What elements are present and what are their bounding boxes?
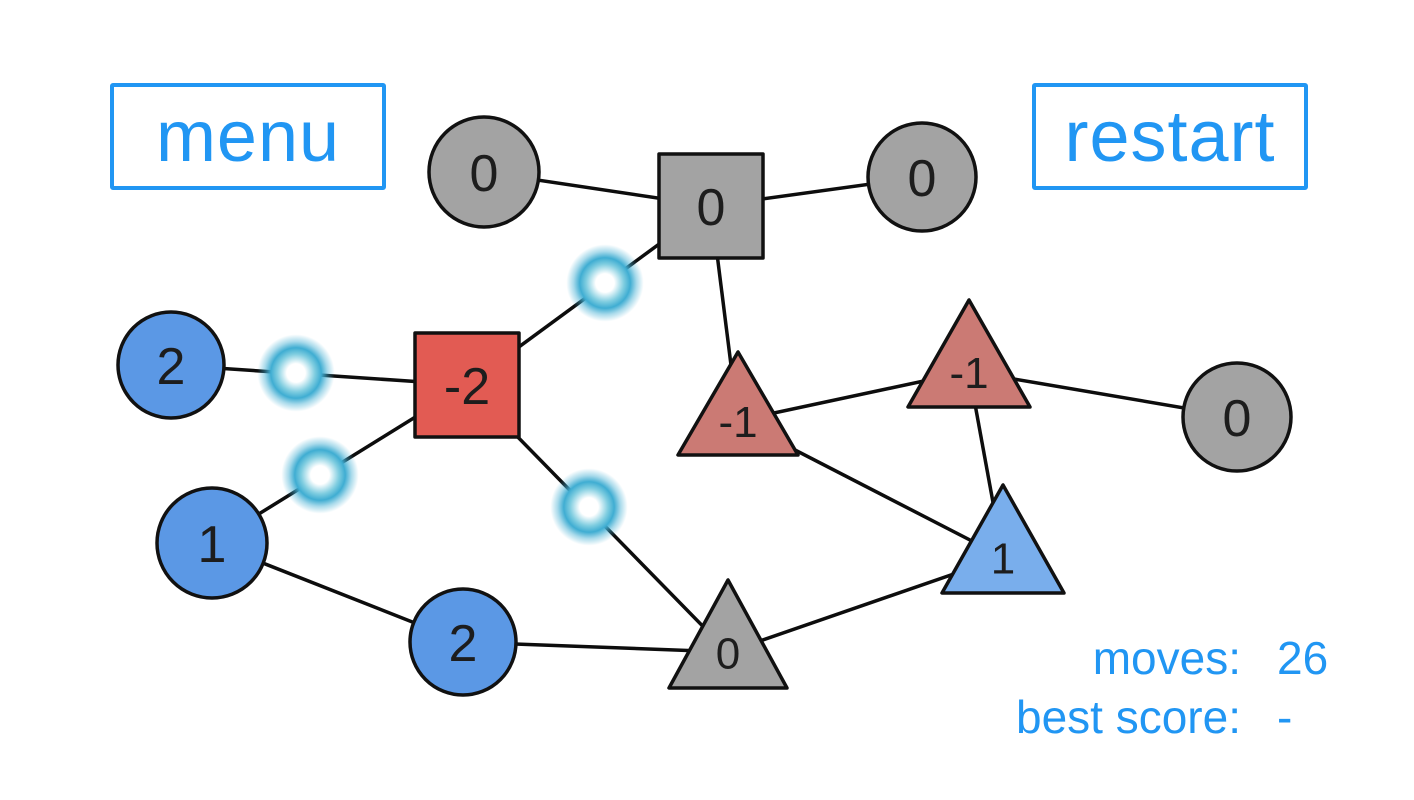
square-shape [413, 331, 521, 439]
node-triangle-neg1-left[interactable]: -1 [676, 350, 800, 457]
best-score-label: best score: [1016, 691, 1241, 743]
triangle-shape [667, 578, 789, 690]
circle-shape [1181, 361, 1293, 473]
triangle-shape [676, 350, 800, 457]
best-score-value: - [1277, 691, 1293, 743]
node-circle-2-left[interactable]: 2 [116, 310, 226, 420]
edge-glow-dot-4 [547, 465, 631, 549]
node-square-neg2[interactable]: -2 [413, 331, 521, 439]
node-circle-0-top-left[interactable]: 0 [427, 115, 541, 229]
node-circle-2-bottom[interactable]: 2 [408, 587, 518, 697]
edge-glow-dot-3 [278, 433, 362, 517]
circle-shape [427, 115, 541, 229]
menu-button-label: menu [155, 96, 341, 177]
circle-shape [116, 310, 226, 420]
node-triangle-0-gray[interactable]: 0 [667, 578, 789, 690]
edge-glow-dot-2 [254, 331, 338, 415]
glow-layer [254, 241, 647, 549]
node-triangle-1-blue[interactable]: 1 [940, 483, 1066, 595]
circle-shape [408, 587, 518, 697]
node-triangle-neg1-right[interactable]: -1 [906, 298, 1032, 409]
restart-button-label: restart [1064, 96, 1276, 177]
node-circle-0-right[interactable]: 0 [1181, 361, 1293, 473]
square-shape [657, 152, 765, 260]
node-square-0-top[interactable]: 0 [657, 152, 765, 260]
menu-button[interactable]: menu [110, 83, 386, 190]
triangle-shape [906, 298, 1032, 409]
moves-label: moves: [1092, 632, 1241, 684]
node-circle-1-left[interactable]: 1 [155, 486, 269, 600]
circle-shape [155, 486, 269, 600]
scoreboard: moves: 26 best score: - [1016, 633, 1373, 742]
circle-shape [866, 121, 978, 233]
restart-button[interactable]: restart [1032, 83, 1308, 190]
edge-glow-dot-1 [563, 241, 647, 325]
triangle-shape [940, 483, 1066, 595]
node-circle-0-top-right[interactable]: 0 [866, 121, 978, 233]
moves-value: 26 [1277, 632, 1329, 684]
